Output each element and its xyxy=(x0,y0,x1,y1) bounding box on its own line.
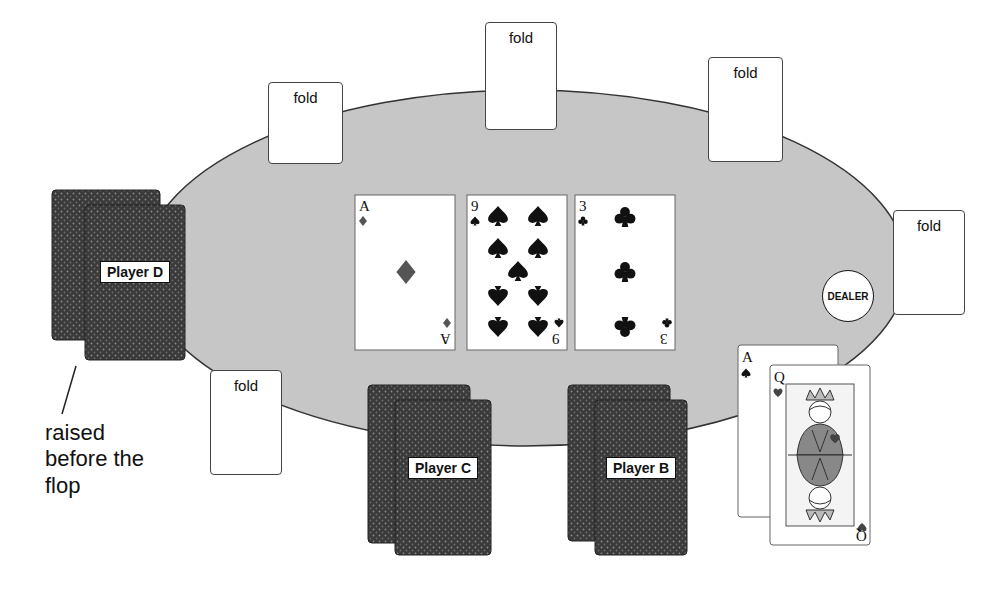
player-label: Player C xyxy=(408,457,478,479)
fold-label: fold xyxy=(234,377,258,394)
dealer-label: DEALER xyxy=(827,291,868,302)
card-index: A xyxy=(440,331,451,346)
card-index: A xyxy=(359,199,370,214)
card-index: A xyxy=(742,350,753,365)
player-name: Player D xyxy=(107,264,163,280)
board-cards xyxy=(355,195,675,350)
hero-cards xyxy=(738,345,870,545)
folded-card: fold xyxy=(485,22,557,130)
leader-line xyxy=(62,366,76,414)
queen-figure xyxy=(788,388,852,522)
annotation-note: raised before the flop xyxy=(45,420,145,499)
dealer-button: DEALER xyxy=(822,270,874,322)
player-name: Player B xyxy=(613,460,669,476)
folded-card: fold xyxy=(708,57,783,162)
folded-card: fold xyxy=(268,82,343,164)
face-down-cards xyxy=(52,190,687,555)
fold-label: fold xyxy=(509,29,533,46)
folded-card: fold xyxy=(893,210,965,315)
fold-label: fold xyxy=(917,217,941,234)
fold-label: fold xyxy=(293,89,317,106)
card-index: Q xyxy=(774,370,785,385)
player-label: Player D xyxy=(100,261,170,283)
card-index: 9 xyxy=(471,199,479,214)
player-label: Player B xyxy=(606,457,676,479)
fold-label: fold xyxy=(733,64,757,81)
card-index: 3 xyxy=(660,331,668,346)
player-name: Player C xyxy=(415,460,471,476)
card-index: 3 xyxy=(579,199,587,214)
folded-card: fold xyxy=(210,370,282,475)
card-index: 9 xyxy=(552,331,560,346)
card-index: Q xyxy=(856,528,867,543)
